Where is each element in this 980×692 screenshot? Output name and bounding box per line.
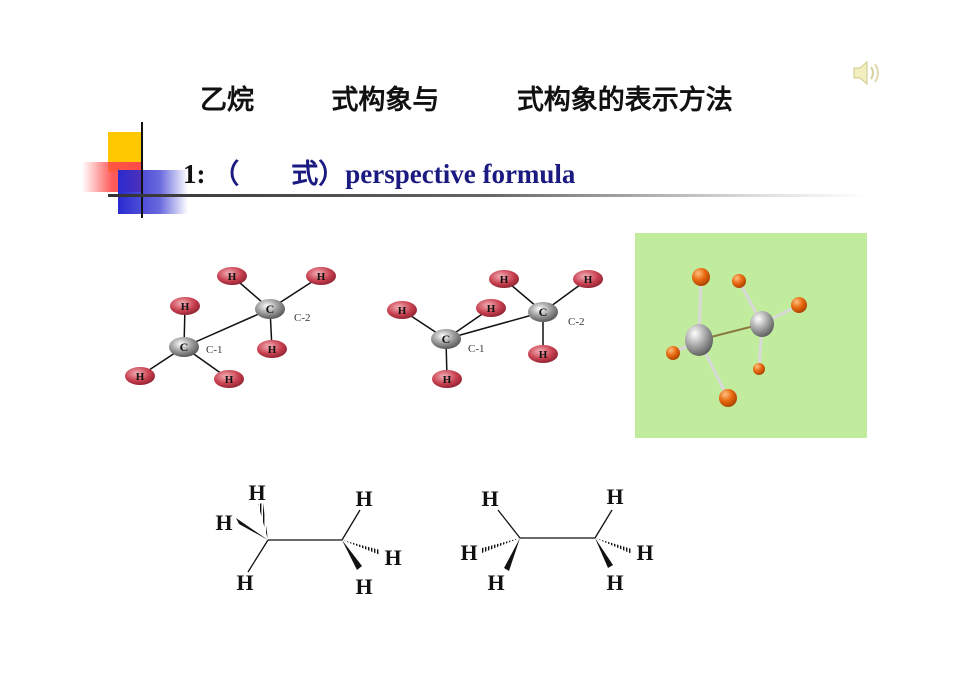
label-c2: C-2 <box>568 316 585 328</box>
3d-molecule-model <box>666 268 807 407</box>
h-label: H <box>384 545 401 570</box>
perspective-structures: H H H H H H H H H H H H <box>215 480 653 599</box>
slide-title: 乙烷 式构象与 式构象的表示方法 <box>200 78 733 117</box>
h-label: H <box>215 510 232 535</box>
h-label: H <box>355 486 372 511</box>
title-underline <box>108 194 868 197</box>
atom-h: H <box>228 271 237 283</box>
atom-h: H <box>443 374 452 386</box>
h-label: H <box>236 570 253 595</box>
atom-h: H <box>398 305 407 317</box>
section-english: perspective formula <box>345 159 576 189</box>
hydrogen-atoms <box>387 270 603 388</box>
atom-h: H <box>181 301 190 313</box>
atom-h: H <box>584 274 593 286</box>
section-suffix: 式） <box>291 159 346 189</box>
atom-h: H <box>136 371 145 383</box>
h-label: H <box>248 480 265 505</box>
speaker-icon[interactable] <box>851 58 883 88</box>
h-label: H <box>636 540 653 565</box>
atom-h: H <box>487 303 496 315</box>
hydrogen-atoms <box>125 267 336 388</box>
atom-c: C <box>266 302 275 316</box>
title-part-1: 乙烷 <box>200 85 254 116</box>
h-label: H <box>355 574 372 599</box>
atom-c: C <box>180 340 189 354</box>
h-label: H <box>460 540 477 565</box>
h-label: H <box>606 570 623 595</box>
corner-decoration <box>82 122 188 218</box>
open-paren: （ <box>212 159 240 189</box>
section-heading: 1: （ 式）perspective formula <box>183 152 575 191</box>
title-part-3: 式构象的表示方法 <box>516 85 733 116</box>
atom-h: H <box>500 274 509 286</box>
3d-model-panel <box>635 233 867 438</box>
h-label: H <box>606 484 623 509</box>
h-label: H <box>481 486 498 511</box>
label-c1: C-1 <box>206 344 223 356</box>
label-c1: C-1 <box>468 343 485 355</box>
title-part-2: 式构象与 <box>331 85 440 116</box>
section-number: 1: <box>183 159 206 189</box>
atom-h: H <box>225 374 234 386</box>
eclipsed-structure <box>482 509 632 571</box>
atom-h: H <box>539 349 548 361</box>
ball-stick-model-2: H H H H H H C C C-2 C-1 <box>387 270 603 388</box>
ball-stick-model-1: H H H H H H C C C-2 C-1 <box>125 267 336 388</box>
label-c2: C-2 <box>294 312 311 324</box>
staggered-structure <box>236 503 380 573</box>
h-label: H <box>487 570 504 595</box>
atom-h: H <box>317 271 326 283</box>
hydrogen-labels: H H H H H H H H H H H H <box>215 480 653 599</box>
atom-h: H <box>268 344 277 356</box>
atom-c: C <box>442 332 451 346</box>
atom-c: C <box>539 305 548 319</box>
